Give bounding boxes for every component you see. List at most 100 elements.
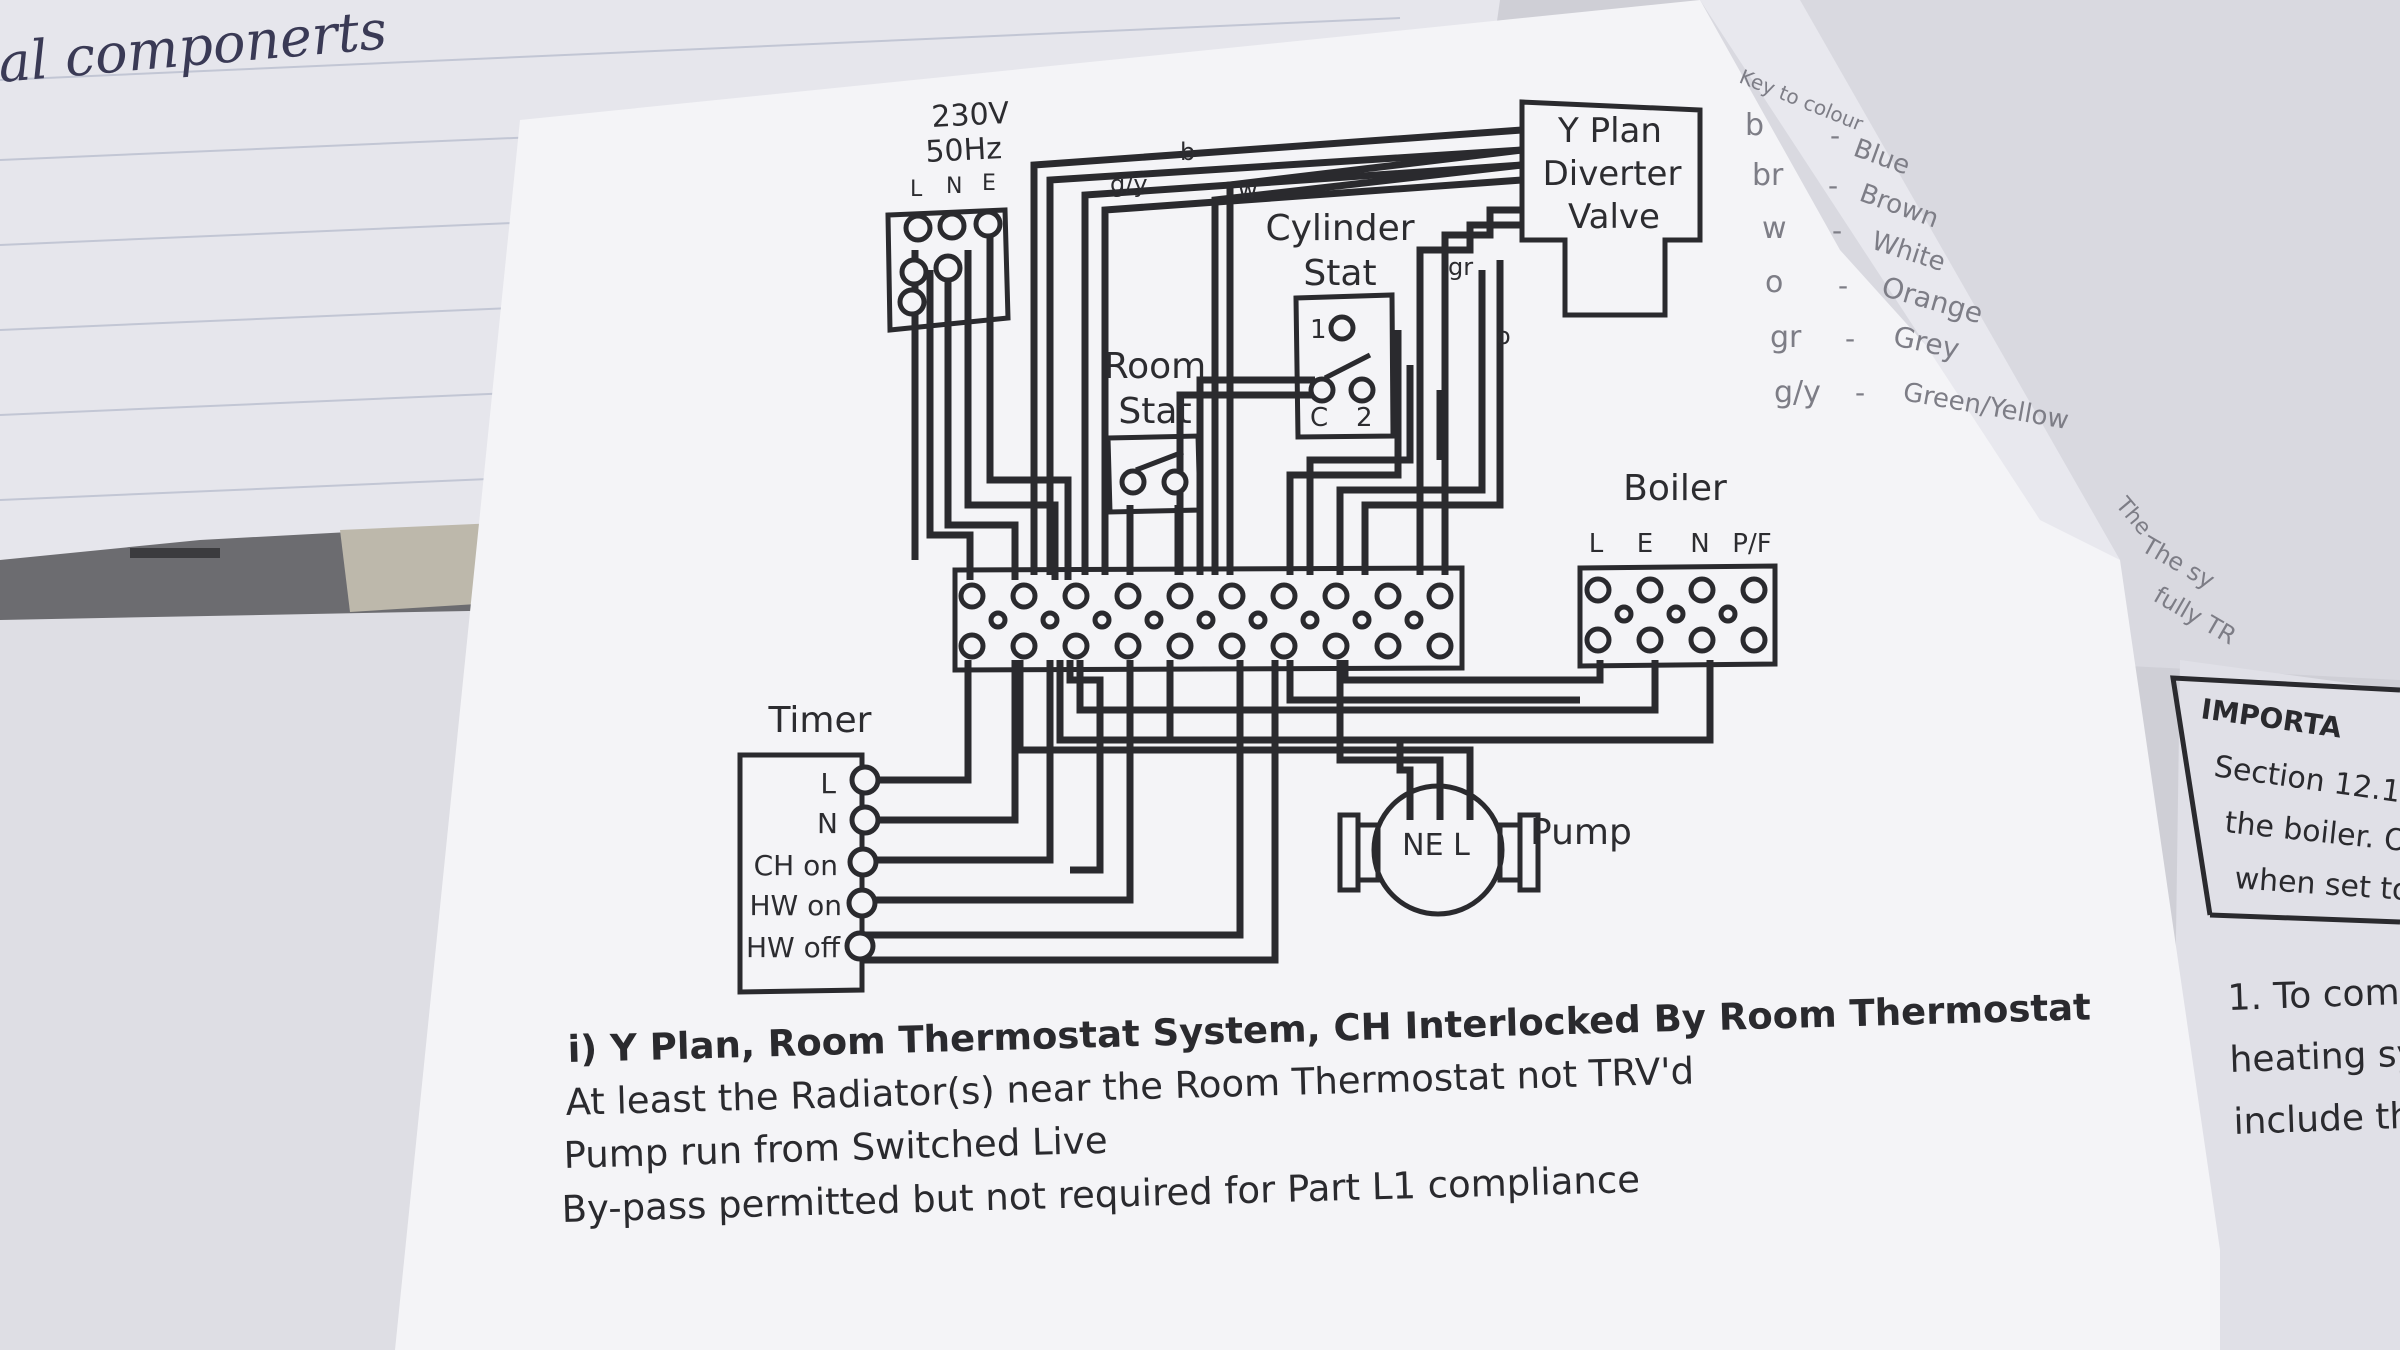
- cylinder-wire: [1306, 365, 1414, 575]
- cylinder-stat-label-1: 1: [1310, 315, 1327, 345]
- wire-label-w: w: [1238, 176, 1258, 204]
- terminal-screw: [1270, 582, 1298, 610]
- cylinder-stat-box: [1293, 292, 1396, 440]
- timer-terminal-l: L: [820, 767, 836, 800]
- pump-terminals: NE L: [1402, 828, 1470, 863]
- boiler-screw: [1688, 576, 1716, 604]
- supply-terminal: [899, 257, 929, 287]
- timer-terminal-hw-on: HW on: [749, 889, 842, 922]
- supply-wire: [944, 270, 1019, 580]
- boiler-title: Boiler: [1623, 468, 1727, 509]
- timer-terminal: [849, 764, 881, 796]
- diverter-wire: [1226, 146, 1523, 575]
- timer-wire: [860, 660, 1054, 864]
- boiler-terminal-e: E: [1637, 529, 1653, 559]
- pump-title: Pump: [1530, 812, 1632, 853]
- timer-box: [737, 752, 865, 995]
- timer: [737, 752, 881, 995]
- terminal-screw: [1426, 582, 1454, 610]
- boiler-terminal-l: L: [1589, 529, 1604, 559]
- boiler-wire: [1076, 660, 1659, 714]
- boiler-box: [1577, 563, 1778, 669]
- terminal-screw: [958, 632, 986, 660]
- cylinder-stat: [1293, 292, 1396, 440]
- supply-terminal: [933, 253, 963, 283]
- timer-terminal: [844, 930, 876, 962]
- important-box-border: [2170, 675, 2400, 916]
- boiler-screw: [1740, 626, 1768, 654]
- terminal-screw: [1114, 582, 1142, 610]
- boiler-screw: [1584, 576, 1612, 604]
- cylinder-stat-label-c: C: [1310, 403, 1328, 433]
- terminal-screw: [1166, 582, 1194, 610]
- key-code-w: w: [1762, 211, 1787, 246]
- supply-terminal-l: L: [910, 177, 923, 202]
- room-stat-line2: Stat: [1118, 391, 1191, 432]
- boiler-wire: [1286, 660, 1580, 704]
- key-code-gy: g/y: [1774, 375, 1821, 410]
- right-page-text: 1. To comply: [2227, 970, 2400, 1019]
- boiler-terminal-pf: P/F: [1732, 529, 1771, 559]
- key-code-o: o: [1765, 265, 1783, 300]
- pump: [1337, 783, 1541, 917]
- cylinder-stat-line2: Stat: [1303, 253, 1376, 294]
- boiler-link: [1666, 604, 1686, 624]
- terminal-link: [1092, 610, 1112, 630]
- terminal-screw: [1010, 582, 1038, 610]
- key-code-gr: gr: [1770, 320, 1802, 355]
- orange-wire: [1336, 270, 1486, 575]
- right-page-text: include the: [2233, 1095, 2400, 1143]
- terminal-screw: [1374, 632, 1402, 660]
- terminal-link: [1248, 610, 1268, 630]
- pump-wire: [1336, 660, 1444, 820]
- blue-wire: [1030, 126, 1523, 575]
- supply-wire: [964, 250, 1059, 580]
- room-stat-terminal: [1119, 468, 1147, 496]
- diverter-valve-line3: Valve: [1568, 197, 1660, 237]
- supply-terminal-e: E: [982, 171, 996, 196]
- supply-terminal: [937, 211, 967, 241]
- boiler: [1577, 563, 1778, 669]
- pump-body: [1371, 783, 1505, 917]
- diverter-valve-box: [1519, 99, 1703, 318]
- cylinder-stat-line1: Cylinder: [1265, 208, 1414, 249]
- pump-wire: [1166, 660, 1414, 820]
- boiler-screw: [1584, 626, 1612, 654]
- timer-wire: [860, 660, 1279, 964]
- supply-frequency: 50Hz: [925, 131, 1003, 170]
- supply-wire: [986, 235, 1072, 580]
- timer-terminal: [847, 846, 879, 878]
- terminal-screw: [1218, 632, 1246, 660]
- terminal-screw: [1374, 582, 1402, 610]
- gy-wire: [1046, 146, 1523, 575]
- terminal-link: [1300, 610, 1320, 630]
- orange-wire: [1361, 260, 1504, 575]
- terminal-screw: [1062, 632, 1090, 660]
- supply-terminal: [973, 209, 1003, 239]
- terminal-screw: [1062, 582, 1090, 610]
- key-dash: -: [1832, 214, 1842, 247]
- key-dash: -: [1828, 169, 1838, 202]
- wire-label-b: b: [1180, 138, 1195, 166]
- key-dash: -: [1855, 376, 1865, 409]
- room-stat-switch: [1135, 449, 1184, 473]
- room-stat-box: [1105, 433, 1203, 515]
- timer-terminal: [846, 887, 878, 919]
- key-code-br: br: [1752, 158, 1784, 193]
- grey-wire: [1441, 206, 1522, 575]
- key-dash: -: [1845, 322, 1855, 355]
- pump-pipe-left: [1355, 822, 1381, 883]
- diverter-valve-line1: Y Plan: [1557, 111, 1662, 151]
- wire-label-gy: g/y: [1110, 170, 1148, 198]
- terminal-strip-box: [952, 565, 1465, 673]
- supply-voltage: 230V: [931, 96, 1011, 135]
- boiler-screw: [1740, 576, 1768, 604]
- pen-clip: [130, 548, 220, 558]
- terminal-link: [1144, 610, 1164, 630]
- terminal-screw: [1322, 632, 1350, 660]
- key-dash: -: [1838, 269, 1848, 302]
- timer-wire: [1066, 660, 1104, 874]
- timer-wire: [860, 660, 972, 784]
